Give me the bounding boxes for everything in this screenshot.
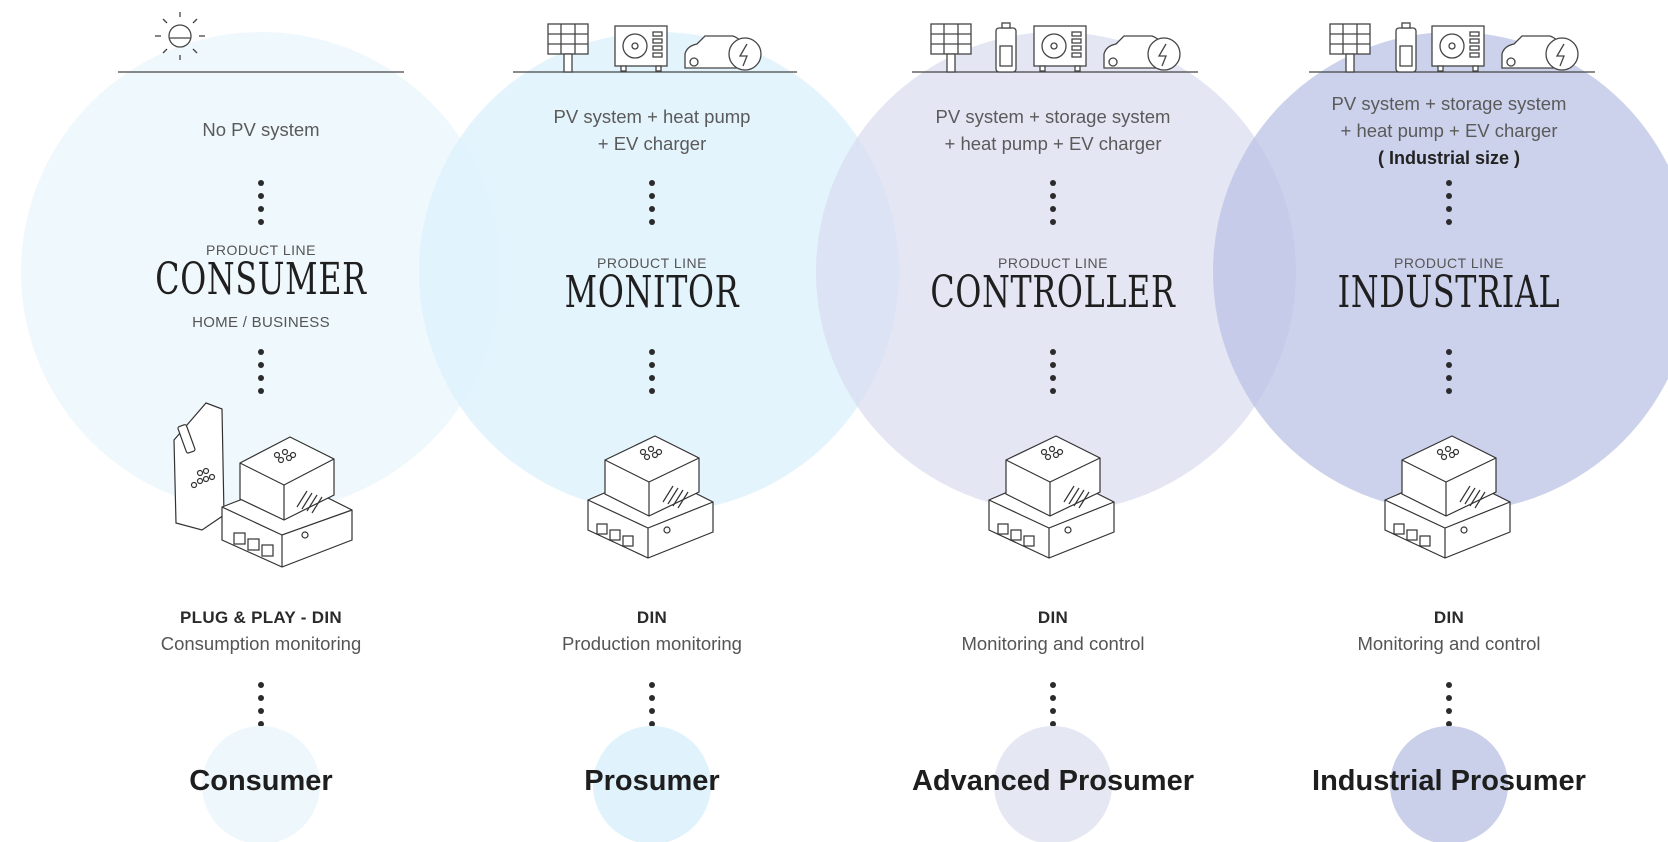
solar-panel-icon (547, 23, 589, 73)
sun-icon (155, 12, 205, 60)
dotted-connector (1050, 682, 1056, 728)
plug-and-din-device-illustration (173, 402, 353, 568)
dotted-connector (1446, 180, 1452, 226)
system-description: PV system + storage system + heat pump +… (1250, 90, 1648, 172)
product-line-name: INDUSTRIAL (1337, 267, 1561, 318)
solar-panel-icon (1329, 23, 1371, 73)
function-label: Consumption monitoring (160, 633, 362, 654)
description-line: + heat pump + EV charger (1340, 120, 1558, 141)
connector-type: DIN (636, 608, 668, 627)
prosumer-circle (1390, 726, 1508, 842)
product-line-label: PRODUCT LINE (998, 255, 1108, 271)
column-monitor: PV system + heat pump + EV charger PRODU… (453, 0, 851, 842)
prosumer-type: Consumer (189, 765, 333, 797)
ev-charger-icon (1501, 35, 1579, 71)
prosumer-type: Prosumer (584, 765, 720, 797)
icon-row (513, 23, 797, 73)
icon-row (912, 22, 1198, 73)
description-line: No PV system (202, 119, 320, 140)
system-description: PV system + storage system + heat pump +… (854, 103, 1252, 157)
ev-charger-icon (1103, 35, 1181, 71)
din-device-illustration (988, 435, 1115, 559)
industrial-size-label: ( Industrial size ) (1377, 148, 1521, 168)
connector-type: DIN (1433, 608, 1465, 627)
icon-row (118, 12, 404, 73)
dotted-connector (1050, 180, 1056, 226)
dotted-connector (258, 349, 264, 395)
solar-panel-icon (930, 23, 972, 73)
ev-charger-icon (684, 35, 762, 71)
prosumer-type: Industrial Prosumer (1312, 765, 1586, 797)
dotted-connector (258, 682, 264, 728)
column-industrial: PV system + storage system + heat pump +… (1250, 0, 1648, 842)
connector-type: PLUG & PLAY - DIN (180, 608, 342, 627)
system-description: PV system + heat pump + EV charger (453, 103, 851, 157)
product-line-label: PRODUCT LINE (597, 255, 707, 271)
product-line-subtitle: HOME / BUSINESS (192, 314, 330, 331)
icon-row (1309, 22, 1595, 73)
prosumer-type: Advanced Prosumer (911, 765, 1195, 797)
product-line-label: PRODUCT LINE (1394, 255, 1504, 271)
heat-pump-icon (614, 25, 668, 72)
industrial-zone-circle (1213, 32, 1668, 512)
function-label: Monitoring and control (961, 633, 1145, 654)
description-line: PV system + storage system (935, 106, 1171, 127)
description-line: PV system + heat pump (553, 106, 751, 127)
heat-pump-icon (1431, 25, 1485, 72)
description-emphasis: ( Industrial size ) (1250, 144, 1648, 172)
product-line-label: PRODUCT LINE (206, 242, 316, 258)
dotted-connector (1446, 349, 1452, 395)
dotted-connector (1050, 349, 1056, 395)
description-line: PV system + storage system (1331, 93, 1567, 114)
dotted-connector (649, 349, 655, 395)
dotted-connector (649, 180, 655, 226)
prosumer-circle (593, 726, 711, 842)
heat-pump-icon (1033, 25, 1087, 72)
battery-icon (995, 22, 1017, 73)
din-device-illustration (587, 435, 714, 559)
product-line-name: CONSUMER (155, 254, 367, 305)
product-line-name: MONITOR (564, 267, 740, 318)
function-label: Monitoring and control (1357, 633, 1541, 654)
battery-icon (1395, 22, 1417, 73)
dotted-connector (258, 180, 264, 226)
connector-type: DIN (1037, 608, 1069, 627)
function-label: Production monitoring (562, 633, 742, 654)
product-line-name: CONTROLLER (930, 267, 1176, 318)
description-line: + heat pump + EV charger (944, 133, 1162, 154)
dotted-connector (649, 682, 655, 728)
din-device-illustration (1384, 435, 1511, 559)
description-line: + EV charger (597, 133, 707, 154)
column-consumer: No PV system PRODUCT LINE CONSUMER HOME … (62, 0, 460, 842)
prosumer-circle (202, 726, 320, 842)
system-description: No PV system (62, 116, 460, 143)
prosumer-circle (994, 726, 1112, 842)
column-controller: PV system + storage system + heat pump +… (854, 0, 1252, 842)
dotted-connector (1446, 682, 1452, 728)
